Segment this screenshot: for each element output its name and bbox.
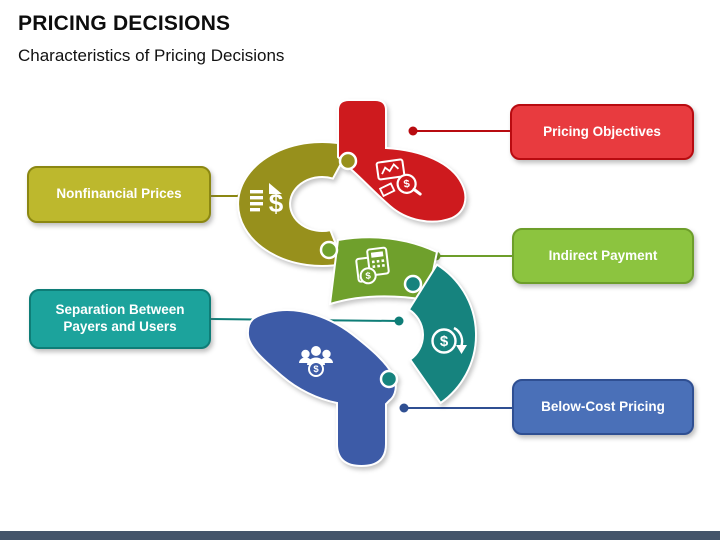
label-text-separation-payers-users: Separation Between Payers and Users (55, 302, 185, 334)
label-box-separation-payers-users: Separation Between Payers and Users (29, 289, 211, 349)
label-box-pricing-objectives: Pricing Objectives (510, 104, 694, 160)
payers-group-icon: $ (299, 346, 333, 377)
label-text-indirect-payment: Indirect Payment (548, 247, 658, 263)
puzzle-knob-olive-red (338, 151, 358, 171)
label-text-below-cost-pricing: Below-Cost Pricing (541, 398, 665, 414)
mobile-payment-icon: $ (355, 246, 390, 285)
footer-accent-bar (0, 531, 720, 540)
label-text-nonfinancial-prices: Nonfinancial Prices (56, 186, 182, 202)
label-box-nonfinancial-prices: Nonfinancial Prices (27, 166, 211, 223)
puzzle-piece-nonfinancial-prices (237, 140, 353, 267)
piece-icons: $ $ (250, 158, 467, 377)
puzzle-piece-below-cost-pricing (246, 309, 397, 468)
puzzle-knob-green-olive (319, 240, 339, 260)
connector-dot-below-cost-pricing (399, 403, 409, 413)
svg-text:$: $ (269, 188, 284, 218)
label-box-indirect-payment: Indirect Payment (512, 228, 694, 284)
svg-text:$: $ (403, 178, 411, 191)
market-analysis-icon: $ (375, 158, 422, 198)
puzzle-pieces (237, 99, 477, 468)
label-box-below-cost-pricing: Below-Cost Pricing (512, 379, 694, 435)
connector-dot-separation-payers-users (394, 316, 404, 326)
puzzle-knob-teal-blue (379, 369, 399, 389)
puzzle-piece-separation-payers-users (407, 263, 477, 405)
svg-text:$: $ (365, 270, 372, 282)
svg-text:$: $ (440, 333, 449, 350)
connector-dot-pricing-objectives (408, 126, 418, 136)
page-title: PRICING DECISIONS (18, 12, 231, 35)
cost-cycle-icon: $ (431, 326, 467, 354)
price-list-icon: $ (250, 183, 284, 218)
svg-text:$: $ (313, 364, 319, 375)
page-subtitle: Characteristics of Pricing Decisions (18, 46, 285, 65)
label-text-pricing-objectives: Pricing Objectives (543, 123, 661, 139)
puzzle-knob-teal-green (403, 274, 423, 294)
